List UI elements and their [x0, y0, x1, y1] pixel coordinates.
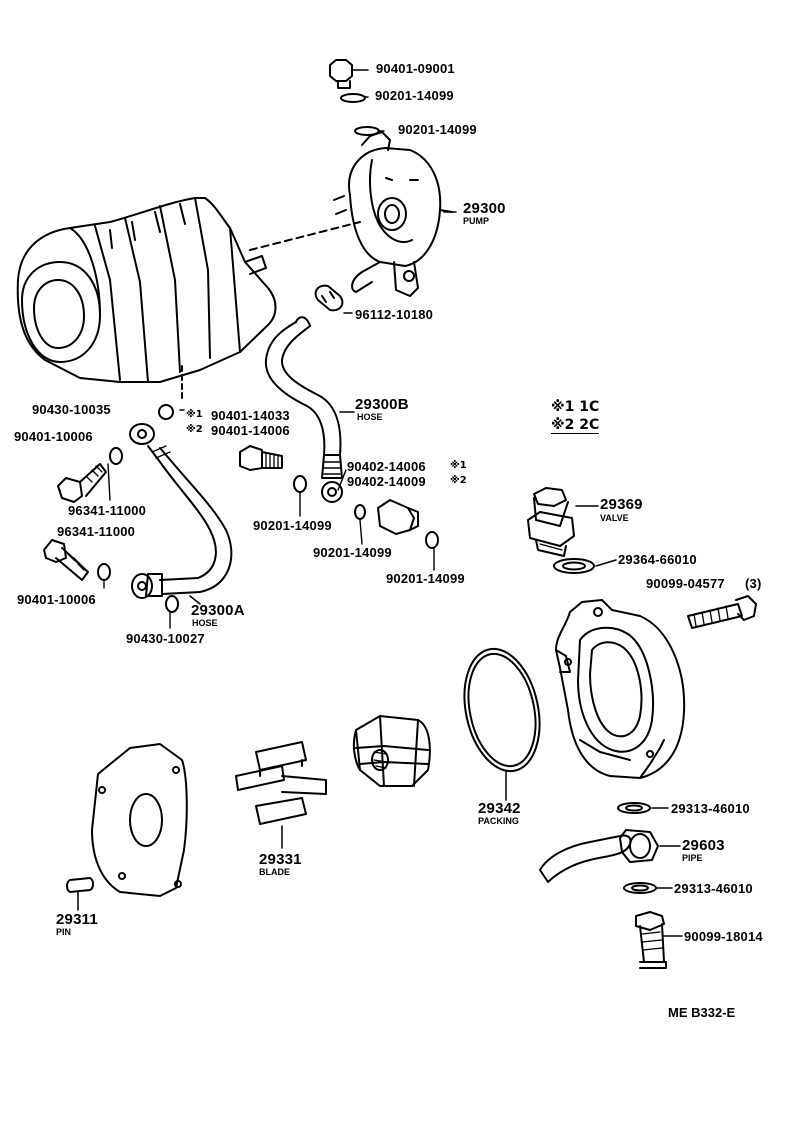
label-union-b1: 90402-14006: [347, 459, 426, 474]
label-housing-bolt: 90099-04577: [646, 576, 725, 591]
label-gasket-mid2: 90201-14099: [313, 545, 392, 560]
label-hose-b-name: HOSE: [357, 412, 383, 422]
vacuum-pump-drawing: [333, 131, 457, 297]
label-washer-left2: 96341-11000: [57, 524, 136, 539]
mark-1a: ※1: [186, 409, 203, 420]
label-blade-number: 29331: [259, 851, 302, 868]
label-pin-number: 29311: [56, 911, 98, 928]
end-plate-drawing: [91, 743, 188, 897]
label-blade-name: BLADE: [259, 867, 290, 877]
label-valve-name: VALVE: [600, 513, 629, 523]
label-bolt-a1: 90401-14033: [211, 408, 290, 423]
mark-2a: ※2: [186, 424, 203, 435]
label-gasket-mid3: 90201-14099: [386, 571, 465, 586]
label-plug: 90401-09001: [376, 61, 455, 76]
hose-b-drawing: [264, 316, 355, 503]
label-gasket-pipe2: 29313-46010: [674, 881, 753, 896]
label-union-b2: 90402-14009: [347, 474, 426, 489]
label-hose-b-number: 29300B: [355, 396, 409, 413]
label-hose-a-name: HOSE: [192, 618, 218, 628]
label-packing-number: 29342: [478, 800, 521, 817]
label-hose-a-number: 29300A: [191, 602, 245, 619]
plug-drawing: [329, 59, 385, 136]
leader-lines: [59, 409, 435, 629]
label-gasket-top2: 90201-14099: [398, 122, 477, 137]
label-gasket-mid: 90201-14099: [253, 518, 332, 533]
diagram-code: ME B332-E: [668, 1005, 736, 1020]
label-valve-number: 29369: [600, 496, 643, 513]
label-pump-name: PUMP: [463, 216, 490, 226]
rotor-drawing: [352, 715, 431, 787]
mark-1b: ※1: [450, 460, 467, 471]
pump-housing-drawing: [555, 599, 686, 779]
label-gasket-top1: 90201-14099: [375, 88, 454, 103]
label-pipe-name: PIPE: [682, 853, 703, 863]
label-union-bolt-pipe: 90099-18014: [684, 929, 763, 944]
label-packing-name: PACKING: [478, 816, 519, 826]
label-washer-left1: 96341-11000: [68, 503, 147, 518]
label-union-bolt-low: 90430-10027: [126, 631, 205, 646]
label-housing-bolt-qty: (3): [745, 576, 762, 591]
alternator-drawing: [16, 197, 361, 401]
legend-line-1: ※1 1C: [551, 399, 600, 415]
label-gasket-valve: 29364-66010: [618, 552, 697, 567]
legend-line-2: ※2 2C: [551, 417, 600, 434]
label-pin-name: PIN: [56, 927, 72, 937]
label-bolt-a2: 90401-14006: [211, 423, 290, 438]
label-clip: 96112-10180: [355, 307, 434, 322]
label-pipe-number: 29603: [682, 837, 725, 854]
pipe-drawing: [539, 802, 683, 969]
label-pump-number: 29300: [463, 200, 506, 217]
label-union-bolt-left: 90430-10035: [32, 402, 111, 417]
mark-2b: ※2: [450, 475, 467, 486]
small-fittings-drawing: [158, 404, 439, 549]
valve-drawing: [527, 487, 617, 574]
label-bolt-left1: 90401-10006: [14, 429, 93, 444]
pin-drawing: [66, 877, 94, 911]
housing-bolt-drawing: [687, 595, 757, 629]
hose-a-drawing: [129, 423, 233, 613]
hose-clip-drawing: [314, 284, 353, 314]
label-gasket-pipe1: 29313-46010: [671, 801, 750, 816]
label-bolt-left2: 90401-10006: [17, 592, 96, 607]
packing-drawing: [463, 647, 541, 801]
blade-drawing: [235, 741, 327, 849]
